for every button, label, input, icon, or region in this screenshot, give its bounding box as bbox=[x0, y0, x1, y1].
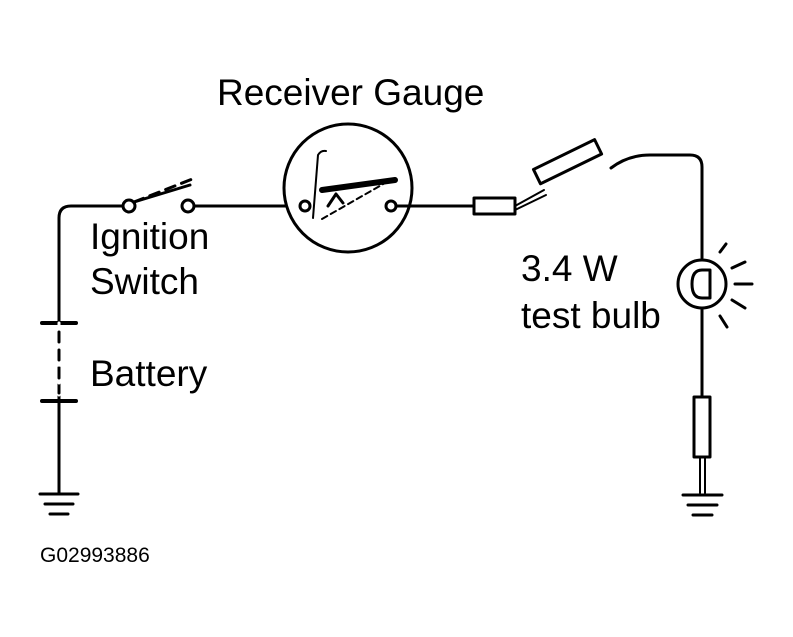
ground-symbol-left bbox=[38, 492, 80, 516]
ground-symbol-right bbox=[681, 493, 724, 517]
receiver-gauge-label: Receiver Gauge bbox=[217, 72, 485, 113]
ignition-switch-symbol bbox=[121, 176, 197, 214]
probe-lead bbox=[514, 138, 604, 211]
wire-battery-to-switch bbox=[57, 204, 124, 495]
wire-probe-to-bulb bbox=[609, 153, 704, 260]
ignition-label: Ignition bbox=[90, 216, 210, 257]
switch-label: Switch bbox=[90, 261, 199, 302]
battery-symbol bbox=[40, 321, 78, 403]
test-bulb-symbol bbox=[676, 242, 754, 329]
fuse-symbol bbox=[472, 196, 517, 216]
test-bulb-label: test bulb bbox=[521, 295, 661, 336]
bulb-watt-label: 3.4 W bbox=[521, 248, 618, 289]
receiver-gauge-symbol bbox=[282, 122, 414, 254]
battery-label: Battery bbox=[90, 353, 208, 394]
ground-clip-symbol bbox=[692, 395, 712, 459]
figure-code: G02993886 bbox=[40, 544, 150, 567]
